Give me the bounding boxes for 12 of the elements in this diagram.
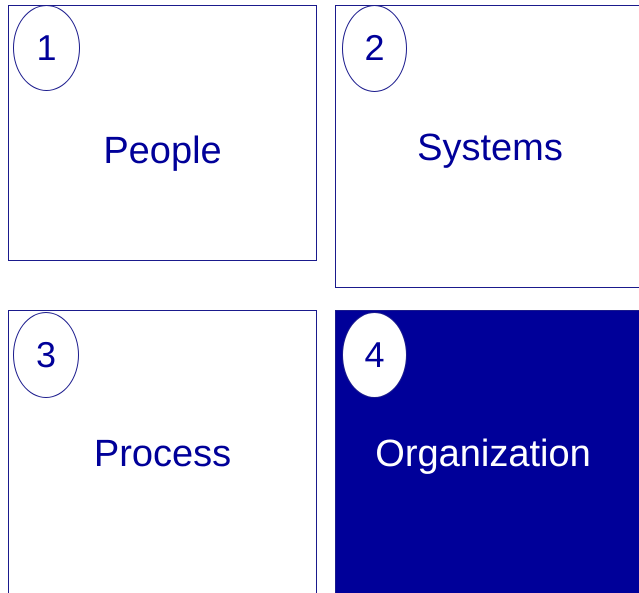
number-circle: 1 bbox=[13, 4, 80, 90]
number-circle: 4 bbox=[342, 312, 407, 398]
quadrant-label: Systems bbox=[417, 127, 563, 170]
quadrant-label: Organization bbox=[375, 433, 591, 476]
quadrant-box bbox=[8, 310, 317, 593]
quadrant-box bbox=[335, 310, 639, 593]
quadrant-box bbox=[335, 5, 639, 288]
number-circle: 2 bbox=[342, 4, 407, 92]
quadrant-label: People bbox=[103, 130, 222, 173]
quadrant-label: Process bbox=[94, 433, 232, 476]
quadrant-box bbox=[8, 5, 317, 261]
number-circle: 3 bbox=[13, 312, 79, 398]
